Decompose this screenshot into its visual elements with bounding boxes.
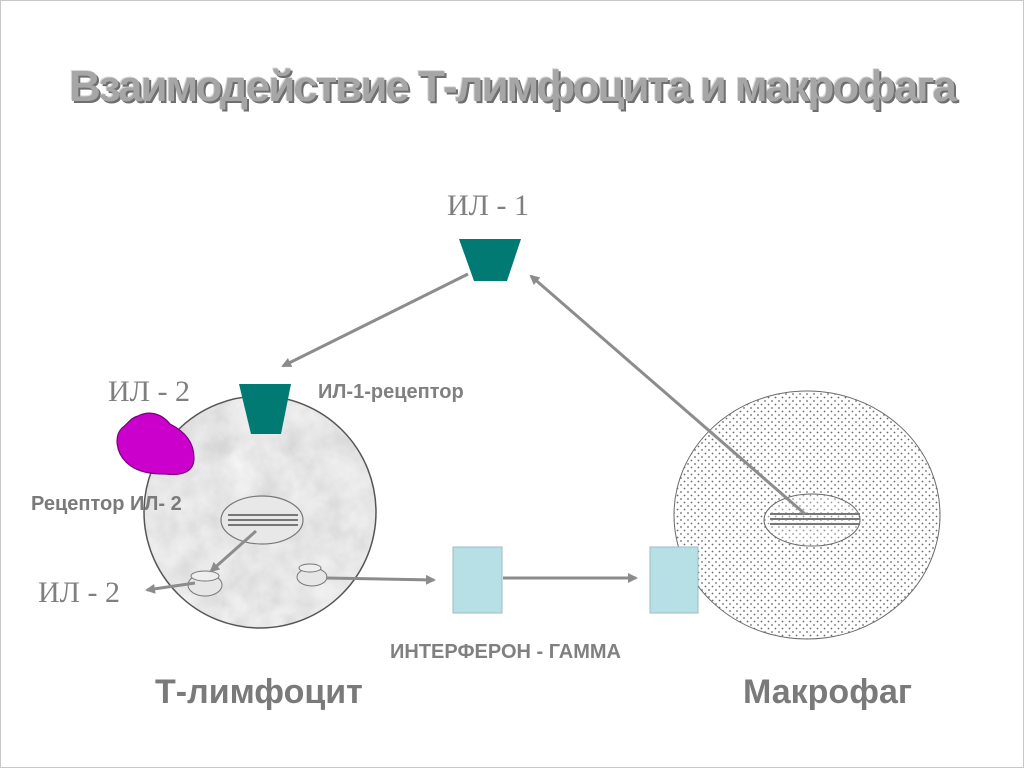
interferon-box-left <box>452 546 503 614</box>
arrow-il2-out <box>145 581 196 594</box>
macrophage-nucleus <box>763 493 861 547</box>
vesicle-right-top <box>298 563 322 573</box>
il1-molecule <box>459 239 521 281</box>
t-cell-nucleus <box>220 495 304 545</box>
arrow-macrophage-to-il1 <box>529 274 806 516</box>
arrow-nucleus-to-vesicle <box>209 529 257 573</box>
il2-blob <box>116 412 195 476</box>
vesicle-left-top <box>190 570 220 582</box>
t-lymphocyte-label: Т-лимфоцит <box>155 673 363 711</box>
arrow-vesicle-to-interferon <box>325 574 436 585</box>
il2-lower-label: ИЛ - 2 <box>38 576 121 609</box>
il1-label: ИЛ - 1 <box>447 189 530 222</box>
il1-receptor-molecule <box>239 384 291 434</box>
il1-receptor-label: ИЛ-1-рецептор <box>318 381 464 403</box>
interferon-box-right <box>649 546 699 614</box>
arrow-il1-to-receptor <box>281 272 469 368</box>
interferon-gamma-label: ИНТЕРФЕРОН - ГАММА <box>390 641 621 663</box>
page-title: Взаимодействие Т-лимфоцита и макрофага <box>68 62 957 111</box>
macrophage-label: Макрофаг <box>743 673 913 711</box>
macrophage-cell <box>673 390 941 640</box>
il2-upper-label: ИЛ - 2 <box>108 375 191 408</box>
il2-receptor-label: Рецептор ИЛ- 2 <box>31 493 182 515</box>
